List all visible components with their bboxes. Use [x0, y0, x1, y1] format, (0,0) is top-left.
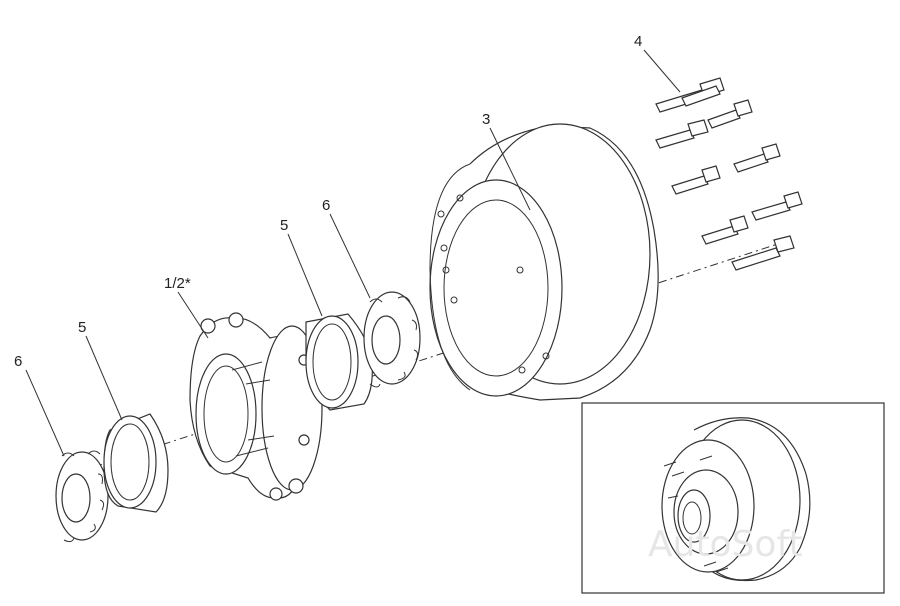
- race-right: [305, 313, 373, 411]
- assembled-view-inset: [581, 402, 885, 594]
- wheel-hub: [189, 312, 323, 501]
- callout-label-3: 3: [482, 111, 490, 128]
- callout-label-4: 4: [634, 33, 642, 50]
- center-axis: [59, 239, 791, 479]
- wheel-bolts: [655, 77, 803, 271]
- callout-label-6-left: 6: [14, 353, 22, 370]
- race-left: [103, 413, 169, 513]
- callout-label-5-left: 5: [78, 319, 86, 336]
- callout-label-5-right: 5: [280, 217, 288, 234]
- leader-lines: [25, 49, 681, 457]
- watermark: AutoSoft: [648, 524, 803, 565]
- brake-drum: [429, 123, 659, 401]
- bearing-left: [55, 450, 109, 543]
- callout-label-6-right: 6: [322, 197, 330, 214]
- callout-label-hub: 1/2*: [164, 275, 191, 292]
- bearing-right: [363, 291, 421, 388]
